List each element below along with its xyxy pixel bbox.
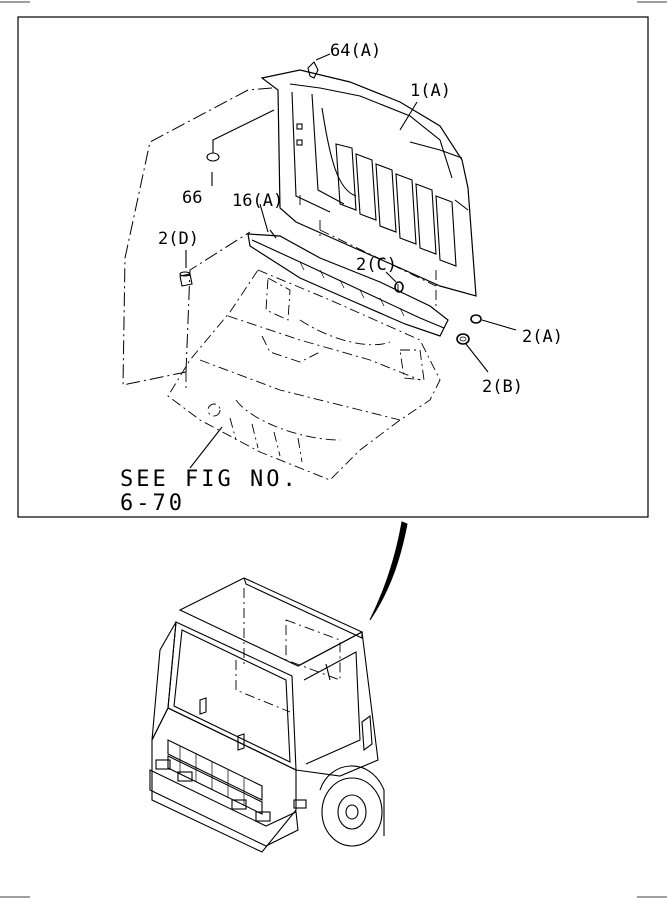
see-fig-reference-line2: 6-70 bbox=[120, 491, 185, 516]
see-fig-reference-line1: SEE FIG NO. bbox=[120, 467, 299, 492]
clip-64a bbox=[307, 53, 331, 79]
floor-assembly-phantom bbox=[167, 269, 441, 481]
cab-side-phantom-outline bbox=[122, 87, 273, 386]
detail-pointer-wedge bbox=[369, 521, 408, 621]
grommet-2b bbox=[456, 333, 489, 373]
callout-2c: 2(C) bbox=[356, 255, 397, 275]
callout-66: 66 bbox=[182, 188, 202, 208]
callout-64a: 64(A) bbox=[330, 41, 381, 61]
callout-16a: 16(A) bbox=[232, 191, 283, 211]
leader-lines bbox=[189, 101, 418, 469]
alignment-lines bbox=[299, 195, 437, 310]
truck-cab-overview bbox=[149, 577, 385, 853]
rail-16a bbox=[247, 229, 449, 337]
callout-1a: 1(A) bbox=[410, 81, 451, 101]
plug-66 bbox=[206, 109, 275, 162]
callout-2d: 2(D) bbox=[158, 229, 199, 249]
rear-panel-1a bbox=[260, 69, 477, 297]
grommet-2c bbox=[385, 271, 404, 293]
grommet-2a bbox=[470, 314, 517, 331]
grommet-2d bbox=[179, 250, 193, 287]
callout-2a: 2(A) bbox=[522, 327, 563, 347]
detail-frame bbox=[17, 16, 649, 518]
callout-2b: 2(B) bbox=[482, 377, 523, 397]
